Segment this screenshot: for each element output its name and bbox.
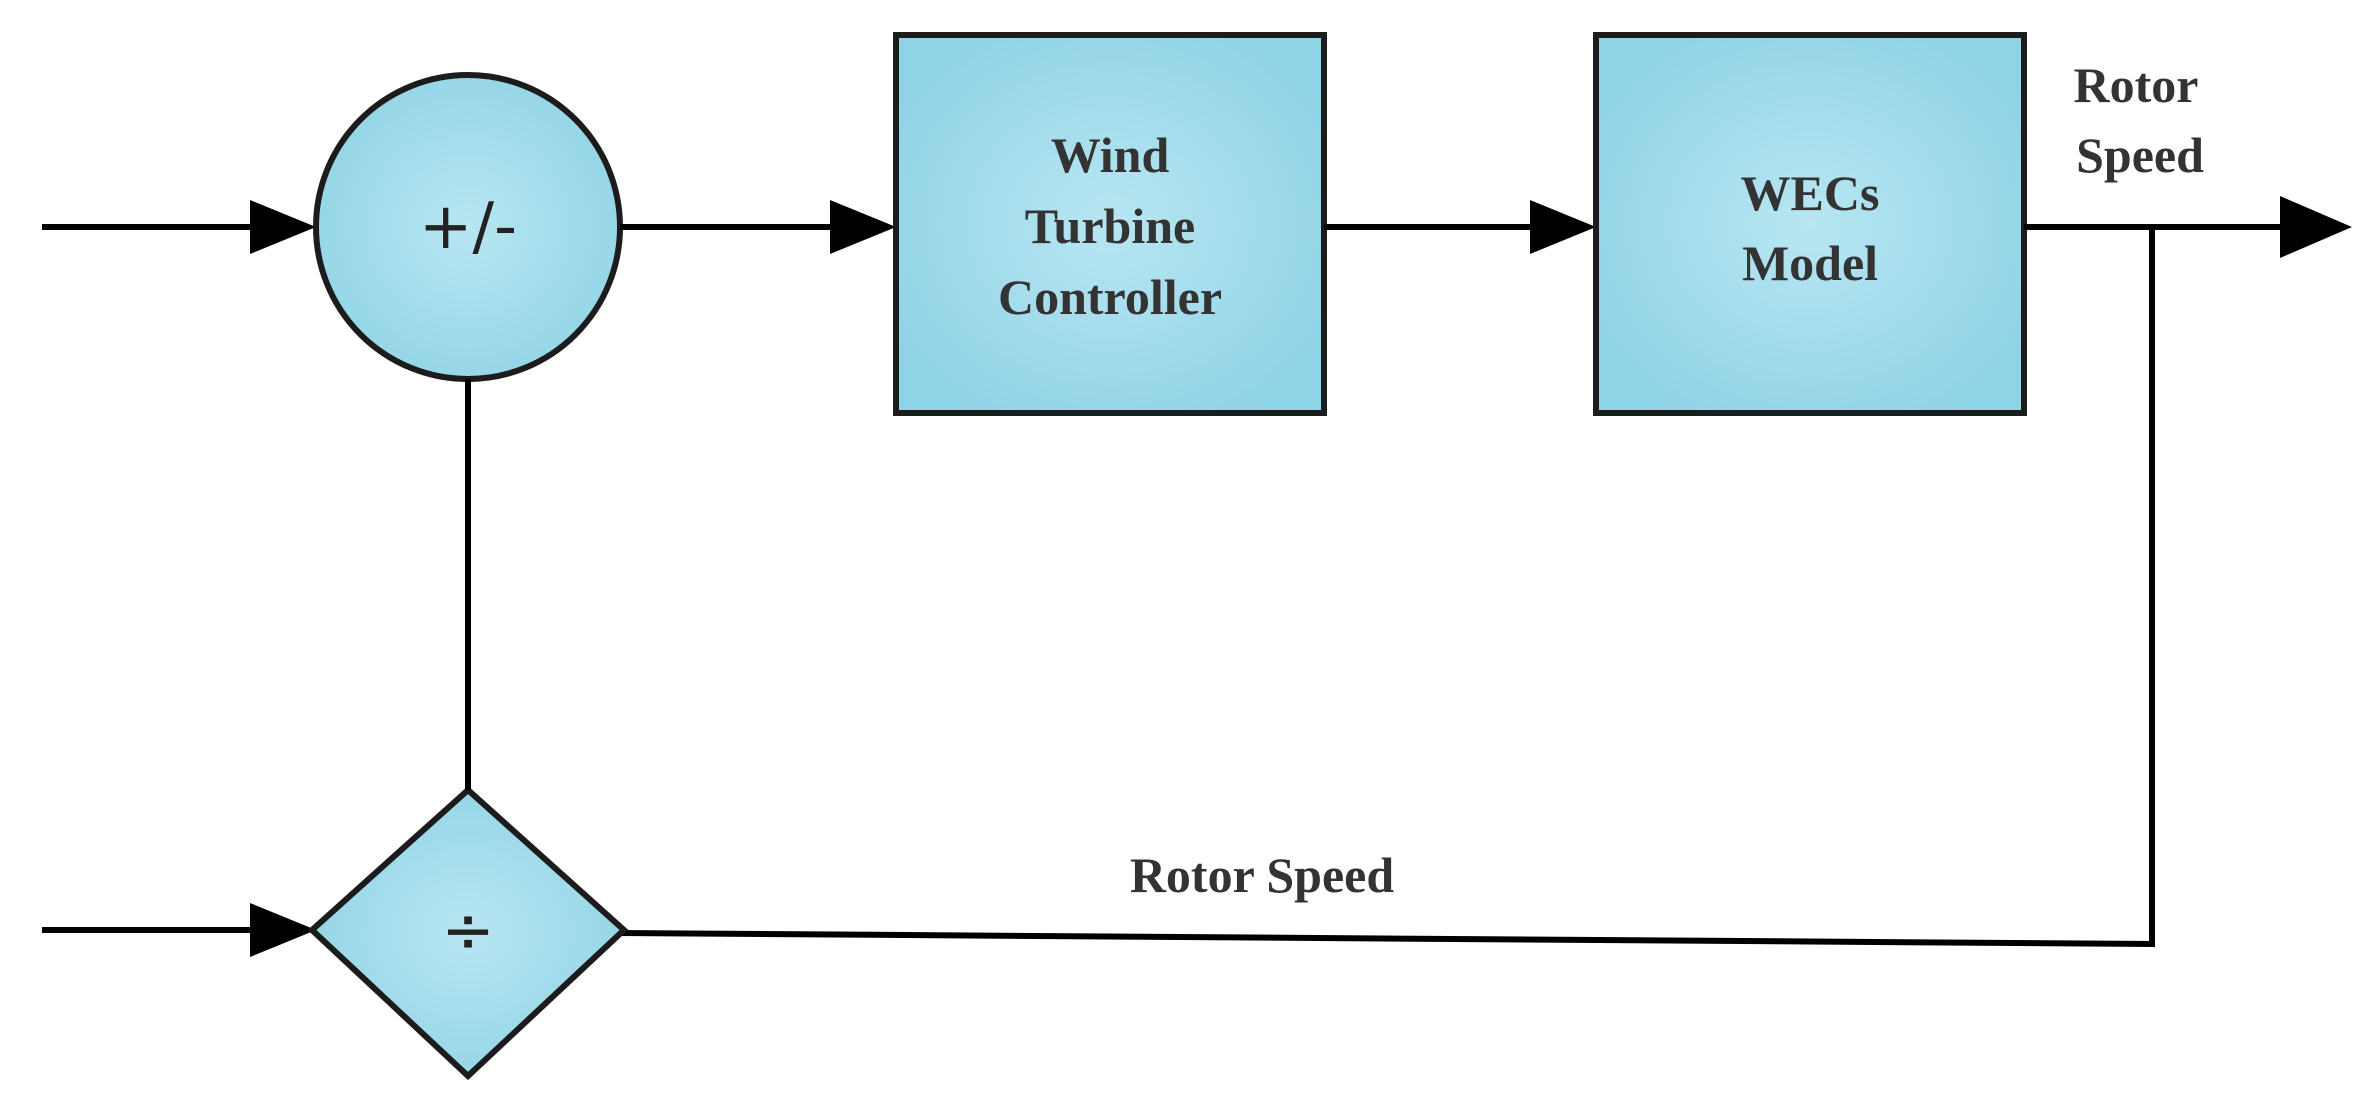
output-label-line2: Speed [2076,127,2204,183]
wind-turbine-controller-block [893,32,1327,416]
wecs-label-line2: Model [1742,235,1878,291]
divider-symbol: ÷ [441,894,495,968]
arrowhead-wecs-input [1530,200,1596,254]
controller-label-line1: Wind [1051,127,1170,183]
wecs-label-line1: WECs [1741,165,1880,221]
arrowhead-controller-input [830,200,896,254]
feedback-horizontal-line [619,930,2156,947]
feedback-label: Rotor Speed [1130,847,1395,903]
wecs-model-block [1593,32,2027,416]
controller-label-line3: Controller [998,269,1222,325]
controller-label-line2: Turbine [1025,198,1195,254]
sum-junction-symbol: +/- [419,190,517,264]
divider-diamond [307,785,629,1081]
output-label-line1: Rotor [2074,57,2199,113]
arrowhead-divider-input [250,903,316,957]
arrowhead-output [2280,196,2352,258]
arrowhead-sum-input [250,200,316,254]
